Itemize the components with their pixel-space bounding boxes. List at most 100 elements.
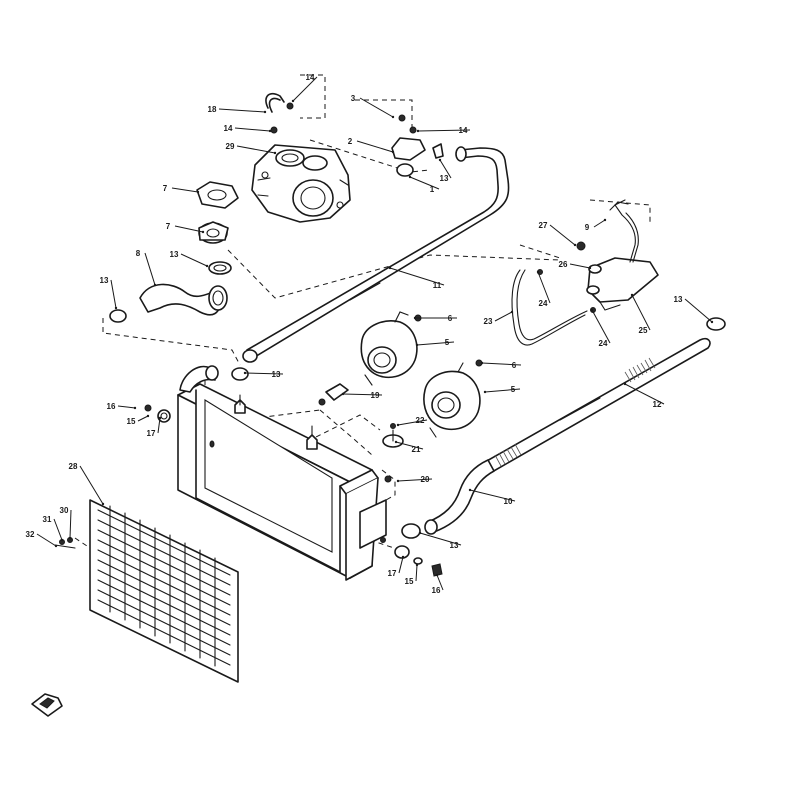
callout-label-5: 5 bbox=[445, 338, 450, 347]
callout-leader-9 bbox=[593, 219, 606, 228]
callout-leader-14 bbox=[234, 127, 271, 132]
callout-label-18: 18 bbox=[208, 105, 217, 114]
callout-leader-end-30 bbox=[68, 536, 72, 540]
callout-leader-29 bbox=[236, 145, 276, 154]
callout-leader-15 bbox=[137, 415, 149, 422]
callout-leader-end-27 bbox=[573, 243, 577, 247]
callout-label-6: 6 bbox=[448, 314, 453, 323]
callout-leader-10 bbox=[469, 489, 516, 502]
callout-label-12: 12 bbox=[653, 400, 662, 409]
callout-leader-end-7 bbox=[196, 190, 200, 194]
callout-leader-13 bbox=[684, 298, 713, 323]
callout-leader-end-8 bbox=[153, 283, 157, 287]
callout-label-14: 14 bbox=[459, 126, 468, 135]
callout-leader-end-14 bbox=[416, 129, 420, 133]
callout-leader-2 bbox=[356, 140, 394, 153]
radiator-outlet-hose bbox=[424, 459, 495, 535]
fan-motor-lower bbox=[423, 359, 483, 438]
radiator-guard-grille bbox=[89, 499, 239, 683]
callout-leader-end-6 bbox=[413, 316, 417, 320]
callout-leader-end-2 bbox=[391, 150, 395, 154]
callout-label-30: 30 bbox=[60, 506, 69, 515]
callout-leader-end-13 bbox=[205, 264, 209, 268]
callout-label-17: 17 bbox=[147, 429, 156, 438]
callout-label-28: 28 bbox=[69, 462, 78, 471]
callout-leader-13 bbox=[180, 253, 208, 267]
callout-leader-end-13 bbox=[114, 306, 118, 310]
callout-label-9: 9 bbox=[585, 223, 590, 232]
callout-label-13: 13 bbox=[440, 174, 449, 183]
callout-label-27: 27 bbox=[539, 221, 548, 230]
callout-label-24: 24 bbox=[539, 299, 548, 308]
callout-leader-27 bbox=[549, 224, 576, 246]
callout-label-11: 11 bbox=[433, 281, 442, 290]
callout-leader-end-28 bbox=[101, 502, 105, 506]
thermostat-cover bbox=[196, 181, 239, 275]
callout-label-13: 13 bbox=[100, 276, 109, 285]
callout-leader-13 bbox=[110, 279, 117, 309]
callout-leader-end-7 bbox=[201, 230, 205, 234]
callout-label-17: 17 bbox=[388, 569, 397, 578]
callout-leader-26 bbox=[569, 263, 591, 269]
callout-label-20: 20 bbox=[421, 475, 430, 484]
callout-leader-end-24 bbox=[536, 270, 540, 274]
callout-leader-end-13 bbox=[243, 371, 247, 375]
callout-label-14: 14 bbox=[224, 124, 233, 133]
callout-leader-end-29 bbox=[273, 151, 277, 155]
callout-label-3: 3 bbox=[351, 94, 356, 103]
callout-label-13: 13 bbox=[450, 541, 459, 550]
callout-leader-end-22 bbox=[396, 423, 400, 427]
coolant-outlet-fitting bbox=[391, 114, 444, 177]
callout-leader-end-9 bbox=[603, 218, 607, 222]
callout-leader-31 bbox=[53, 518, 63, 541]
callout-leader-end-15 bbox=[146, 414, 150, 418]
callout-label-15: 15 bbox=[405, 577, 414, 586]
callout-leader-end-17 bbox=[158, 416, 162, 420]
callout-leader-19 bbox=[342, 393, 383, 396]
callout-leader-end-1 bbox=[408, 175, 412, 179]
callout-leader-14 bbox=[292, 76, 318, 102]
callout-label-10: 10 bbox=[504, 497, 513, 506]
callout-leader-32 bbox=[36, 533, 57, 547]
callout-label-8: 8 bbox=[136, 249, 141, 258]
callout-label-16: 16 bbox=[107, 402, 116, 411]
callout-label-13: 13 bbox=[674, 295, 683, 304]
callout-leader-end-6 bbox=[480, 361, 484, 365]
callout-leader-end-14 bbox=[268, 129, 272, 133]
callout-leader-end-14 bbox=[291, 99, 295, 103]
callout-leader-24 bbox=[537, 271, 551, 304]
callout-label-23: 23 bbox=[484, 317, 493, 326]
callout-label-13: 13 bbox=[272, 370, 281, 379]
callout-leader-end-13 bbox=[710, 320, 714, 324]
callout-leader-13 bbox=[244, 372, 284, 375]
callout-label-19: 19 bbox=[371, 391, 380, 400]
reservoir-overflow-hose bbox=[511, 269, 596, 346]
callout-leader-23 bbox=[494, 311, 513, 322]
callout-label-6: 6 bbox=[512, 361, 517, 370]
callout-leader-end-24 bbox=[590, 308, 594, 312]
callout-leader-5 bbox=[484, 388, 521, 393]
callout-leader-end-31 bbox=[60, 538, 64, 542]
callout-leader-16 bbox=[436, 574, 444, 591]
callout-leader-end-5 bbox=[483, 390, 487, 394]
callout-leader-end-21 bbox=[394, 440, 398, 444]
callout-leader-8 bbox=[144, 252, 156, 286]
callout-label-15: 15 bbox=[127, 417, 136, 426]
callout-leader-13 bbox=[439, 159, 452, 179]
callout-label-7: 7 bbox=[166, 222, 171, 231]
callout-label-1: 1 bbox=[430, 185, 435, 194]
callout-leader-15 bbox=[415, 564, 418, 582]
callout-label-14: 14 bbox=[306, 73, 315, 82]
callout-label-29: 29 bbox=[226, 142, 235, 151]
callout-leader-21 bbox=[395, 441, 424, 450]
callout-leader-17 bbox=[157, 417, 161, 434]
front-direction-arrow-icon bbox=[31, 693, 63, 717]
callout-leader-end-19 bbox=[341, 392, 345, 396]
callout-leader-end-18 bbox=[263, 110, 267, 114]
callout-label-7: 7 bbox=[163, 184, 168, 193]
callout-leader-3 bbox=[359, 97, 394, 118]
callout-leader-end-25 bbox=[630, 293, 634, 297]
thermo-switch bbox=[318, 383, 404, 483]
